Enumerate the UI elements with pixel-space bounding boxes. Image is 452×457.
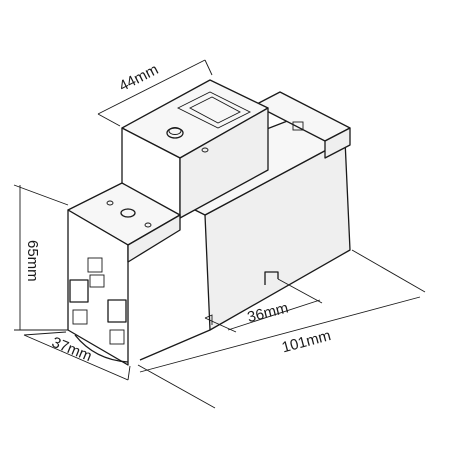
rear-clip-slot	[292, 121, 304, 131]
terminal-block	[67, 182, 181, 366]
terminal-slot-top	[87, 257, 103, 273]
screw-hole-icon	[120, 208, 136, 218]
terminal-right-icon	[107, 299, 127, 323]
dimension-label-44mm: 44mm	[116, 61, 161, 95]
led-indicator-icon	[201, 147, 209, 153]
rail-notch	[204, 271, 279, 325]
rear-top-step	[254, 91, 351, 159]
din-clip-icon	[74, 334, 129, 363]
dimension-label-65mm: 65mm	[24, 240, 41, 282]
dimension-label-101mm: 101mm	[280, 327, 333, 356]
terminal-left-icon	[69, 279, 89, 303]
lcd-window	[176, 91, 252, 129]
push-button-icon	[166, 127, 184, 139]
dimension-65mm: 65mm	[13, 184, 69, 331]
